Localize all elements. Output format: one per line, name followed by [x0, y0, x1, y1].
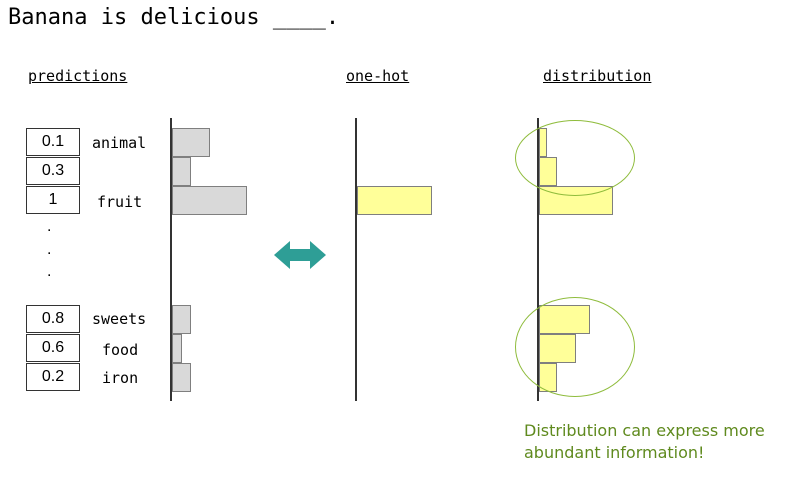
- predictions-axis: [170, 118, 172, 401]
- prediction-bar-row2: [172, 157, 191, 186]
- prediction-bar-animal: [172, 128, 210, 157]
- prediction-bar-iron: [172, 363, 191, 392]
- prediction-value-iron: 0.2: [26, 363, 80, 391]
- class-label-sweets: sweets: [92, 310, 147, 328]
- prediction-bar-food: [172, 334, 182, 363]
- prediction-value-sweets: 0.8: [26, 305, 80, 333]
- ellipsis-dot: .: [47, 263, 52, 280]
- sentence-title: Banana is delicious ____.: [8, 5, 340, 30]
- ellipsis-dot: .: [47, 218, 52, 235]
- distribution-note: Distribution can express more abundant i…: [524, 420, 796, 464]
- class-label-food: food: [102, 341, 139, 359]
- class-label-animal: animal: [92, 134, 147, 152]
- highlight-ellipse-top: [515, 120, 635, 196]
- highlight-ellipse-bottom: [515, 297, 635, 397]
- distribution-note-line1: Distribution can express more: [524, 421, 765, 440]
- predictions-heading: predictions: [28, 67, 128, 85]
- prediction-value-fruit: 1: [26, 186, 80, 214]
- ellipsis-dot: .: [47, 241, 52, 258]
- prediction-bar-fruit: [172, 186, 247, 215]
- one-hot-heading: one-hot: [346, 67, 410, 85]
- one-hot-axis: [355, 118, 357, 401]
- class-label-fruit: fruit: [97, 193, 143, 211]
- one-hot-bar-fruit: [357, 186, 432, 215]
- prediction-value-row2: 0.3: [26, 157, 80, 185]
- prediction-value-food: 0.6: [26, 334, 80, 362]
- double-arrow-icon: [274, 241, 326, 269]
- distribution-axis: [537, 118, 539, 401]
- prediction-bar-sweets: [172, 305, 191, 334]
- class-label-iron: iron: [102, 369, 139, 387]
- prediction-value-animal: 0.1: [26, 128, 80, 156]
- distribution-heading: distribution: [543, 67, 652, 85]
- distribution-note-line2: abundant information!: [524, 443, 705, 462]
